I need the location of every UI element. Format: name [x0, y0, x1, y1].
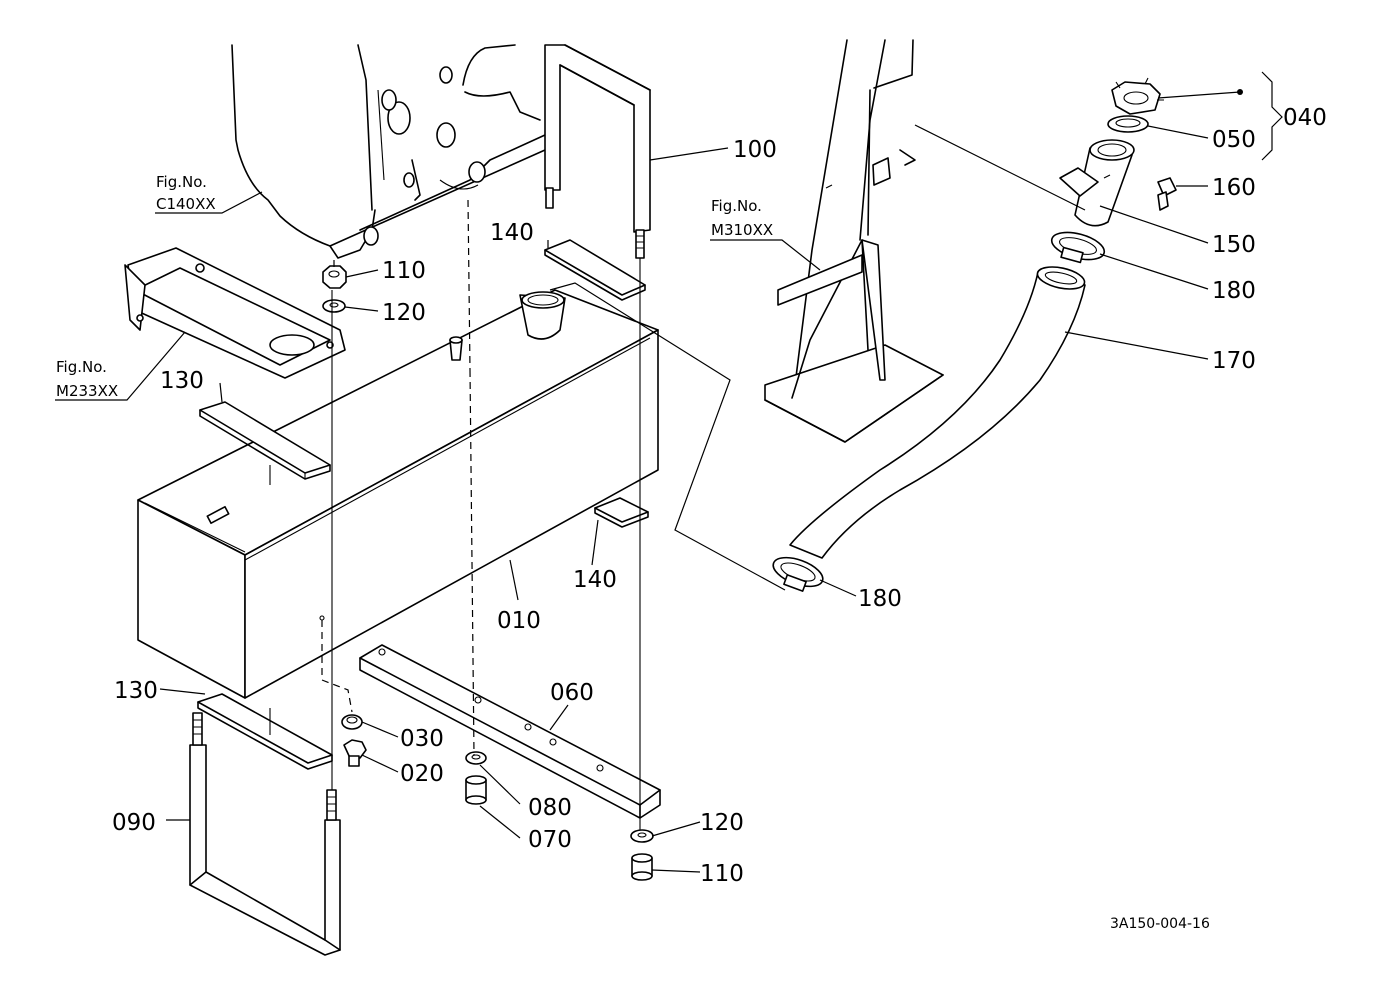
hose-connection-lines: [549, 124, 1086, 591]
hose-clamp-180-top: [1050, 231, 1106, 264]
figref-c140-line1: Fig.No.: [156, 173, 207, 191]
gasket-050: [1107, 115, 1149, 133]
label-030: 030: [400, 726, 444, 752]
label-020: 020: [400, 761, 444, 787]
bolt-160: [1157, 177, 1177, 211]
filler-neck-150: [1059, 139, 1135, 227]
fuel-hose-170: [789, 266, 1086, 559]
label-170: 170: [1212, 348, 1256, 374]
label-150: 150: [1212, 232, 1256, 258]
figref-m233-line2: M233XX: [56, 382, 118, 400]
drawing-code: 3A150-004-16: [1110, 916, 1210, 932]
washer-120-top: [322, 299, 346, 313]
washer-120-bottom: [630, 829, 654, 843]
tractor-frame-outline: [764, 39, 944, 443]
figref-c140-line2: C140XX: [156, 195, 216, 213]
washer-030: [341, 714, 363, 730]
figure-references: Fig.No. C140XX Fig.No. M233XX Fig.No. M3…: [56, 173, 773, 400]
rubber-pad-130-bottom: [197, 693, 333, 770]
label-060: 060: [550, 680, 594, 706]
left-mounting-bracket: [124, 247, 346, 379]
label-140-bottom: 140: [573, 567, 617, 593]
tank-strap-090: [189, 712, 341, 956]
label-120-bottom: 120: [700, 810, 744, 836]
part-labels: 100 110 120 140 130 010 140 130 060 030 …: [112, 105, 1327, 887]
bolt-020: [343, 739, 367, 767]
nut-110-bottom: [631, 853, 653, 881]
figref-m310-line1: Fig.No.: [711, 197, 762, 215]
hose-clamp-180-bottom: [772, 556, 824, 592]
label-080: 080: [528, 795, 572, 821]
label-130-top: 130: [160, 368, 204, 394]
figref-m233-line1: Fig.No.: [56, 358, 107, 376]
figref-m310-line2: M310XX: [711, 221, 773, 239]
label-050: 050: [1212, 127, 1256, 153]
leader-lines: [55, 71, 1283, 873]
label-180-bottom: 180: [858, 586, 902, 612]
washer-080: [465, 751, 487, 765]
label-130-bottom: 130: [114, 678, 158, 704]
filler-cap-040: [1111, 77, 1164, 115]
rubber-pad-130-top: [199, 401, 331, 480]
label-100: 100: [733, 137, 777, 163]
fuel-tank-010: [137, 289, 659, 699]
assembly-center-lines: [269, 199, 641, 830]
label-090: 090: [112, 810, 156, 836]
label-110-bottom: 110: [700, 861, 744, 887]
label-120-top: 120: [382, 300, 426, 326]
tank-strap-100: [544, 44, 651, 259]
label-110-top: 110: [382, 258, 426, 284]
label-140-top: 140: [490, 220, 534, 246]
label-010: 010: [497, 608, 541, 634]
rubber-pad-140-top: [544, 239, 646, 301]
bottom-bracket-060: [359, 644, 661, 819]
nut-110-top: [322, 265, 347, 289]
engine-block-outline: [231, 44, 546, 259]
label-040: 040: [1283, 105, 1327, 131]
rubber-pad-140-bottom: [594, 497, 649, 528]
label-180-top: 180: [1212, 278, 1256, 304]
label-160: 160: [1212, 175, 1256, 201]
bolt-070: [465, 775, 487, 805]
label-070: 070: [528, 827, 572, 853]
